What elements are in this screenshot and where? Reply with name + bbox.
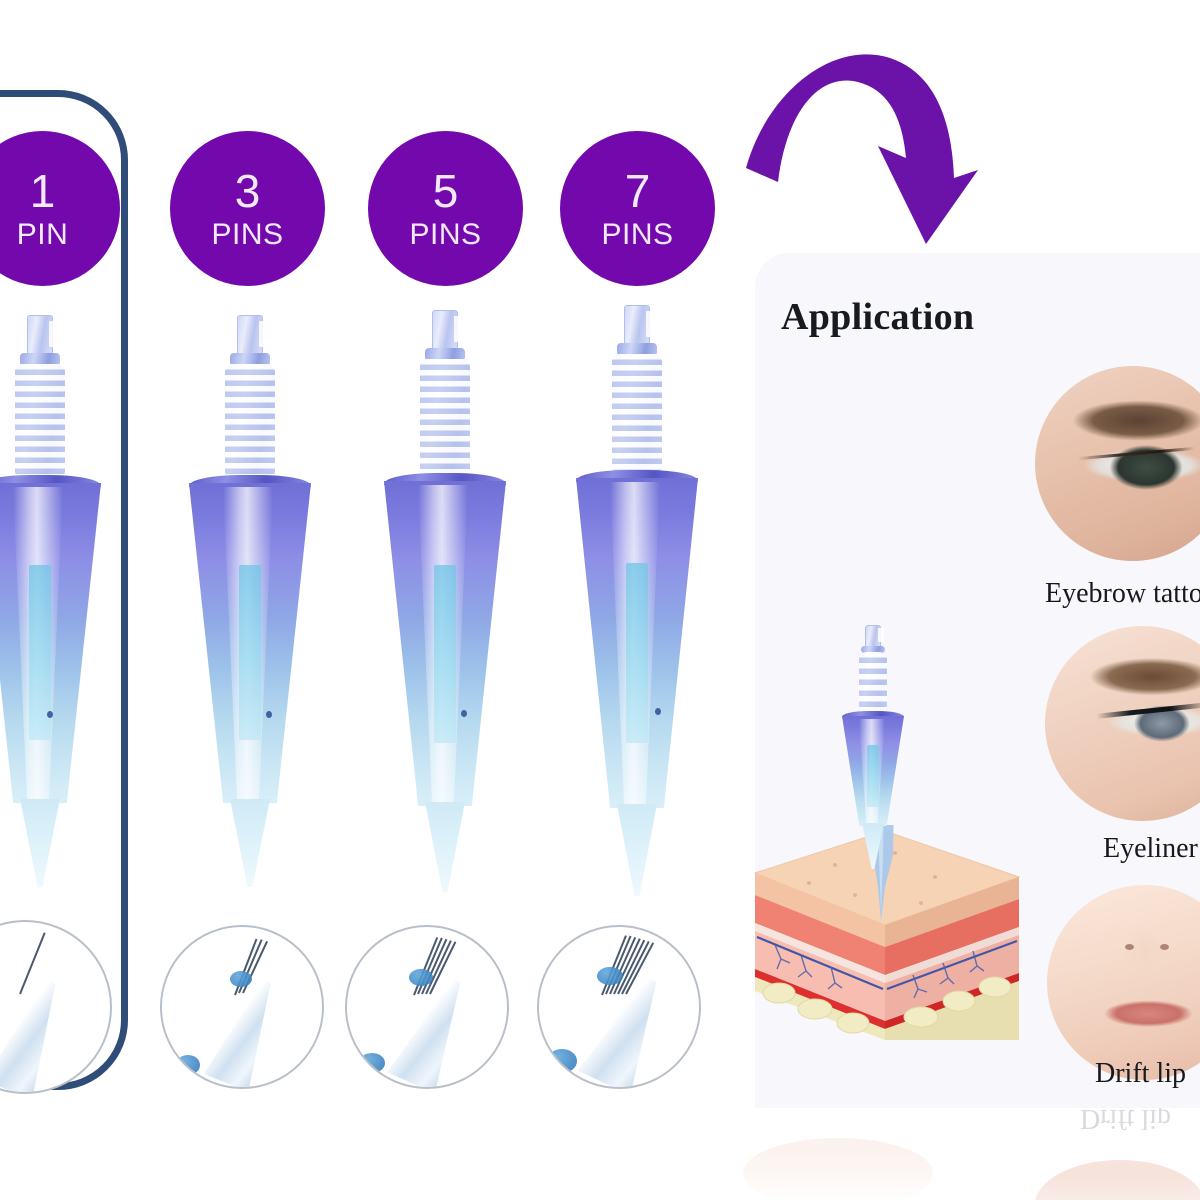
application-label-drift-lip: Drift lip — [1095, 1058, 1186, 1089]
pin-option-unit: PINS — [601, 217, 674, 251]
pin-option-unit: PINS — [409, 217, 482, 251]
pin-option-badge-7[interactable]: 7 PINS — [560, 131, 715, 286]
application-label-eyebrow: Eyebrow tattoo — [1045, 578, 1200, 609]
panel-reflection: Drift lip — [735, 1108, 1200, 1200]
lips-closeup-photo — [1047, 885, 1200, 1080]
eyebrow-closeup-photo — [1035, 366, 1200, 561]
pin-option-number: 7 — [624, 164, 651, 217]
application-label-eyeliner: Eyeliner — [1103, 833, 1198, 864]
pin-option-badge-3[interactable]: 3 PINS — [170, 131, 325, 286]
cartridge-image-7-pins — [552, 305, 722, 896]
curved-down-right-arrow-icon — [738, 18, 1018, 248]
panel-title: Application — [781, 296, 975, 338]
needle-tip-detail-5-pins — [345, 925, 509, 1089]
needle-tip-detail-7-pins — [537, 925, 701, 1089]
skin-cross-section-diagram — [735, 745, 1035, 1040]
cartridge-image-1-pin — [0, 315, 125, 887]
cartridge-image-3-pins — [165, 315, 335, 887]
pin-option-number: 5 — [432, 164, 459, 217]
reflection-diagram-blob — [743, 1138, 933, 1200]
cartridge-image-5-pins — [360, 310, 530, 892]
selected-option-highlight-frame — [0, 90, 128, 1090]
needle-tip-detail-3-pins — [160, 925, 324, 1089]
pin-option-unit: PINS — [211, 217, 284, 251]
eyeliner-closeup-photo — [1045, 626, 1200, 821]
pin-option-number: 3 — [234, 164, 261, 217]
cartridge-image-application — [818, 625, 928, 885]
pin-option-number: 1 — [29, 164, 56, 217]
reflection-photo-blob — [1035, 1160, 1200, 1200]
pin-option-badge-1[interactable]: 1 PIN — [0, 131, 120, 286]
reflection-label-drift-lip: Drift lip — [1080, 1108, 1171, 1134]
pin-option-badge-5[interactable]: 5 PINS — [368, 131, 523, 286]
pin-option-unit: PIN — [16, 217, 69, 251]
